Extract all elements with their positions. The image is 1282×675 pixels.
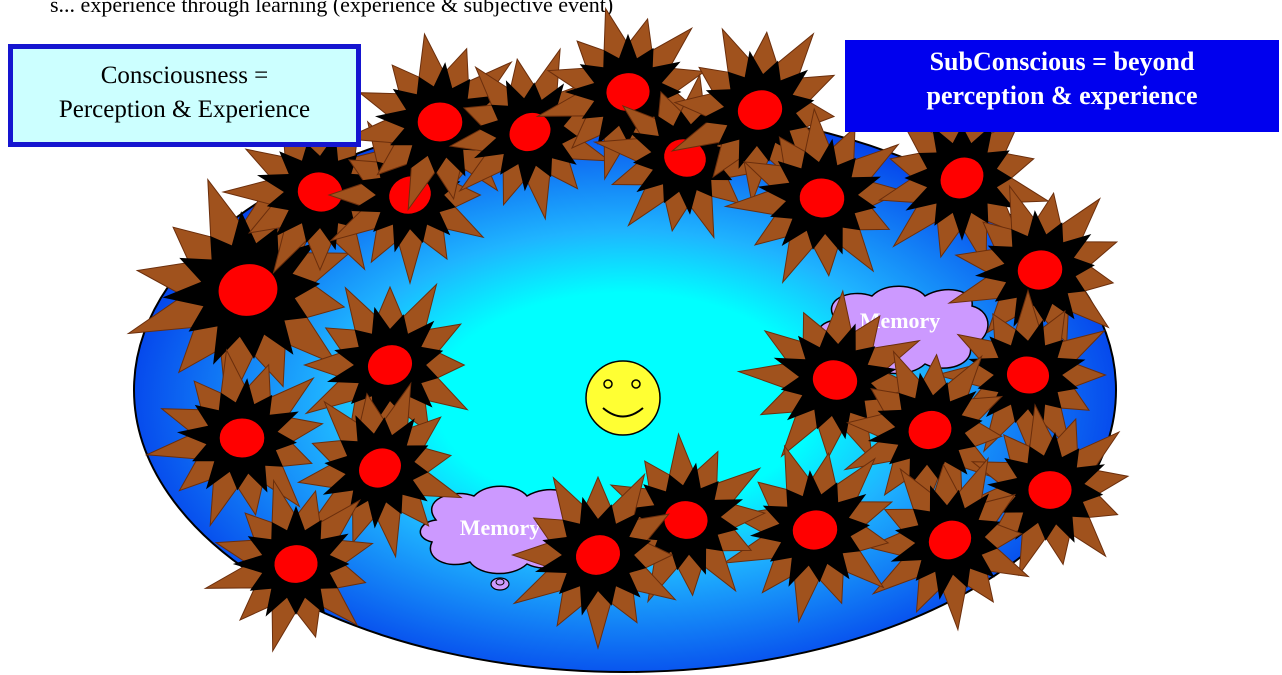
subconscious-label-box: SubConscious = beyond perception & exper…: [845, 40, 1279, 132]
consciousness-line-1: Consciousness =: [13, 59, 356, 93]
subconscious-line-1: SubConscious = beyond: [845, 45, 1279, 79]
memory-label-2: Memory: [460, 515, 541, 540]
smiley-face-icon: [586, 361, 660, 435]
subconscious-line-2: perception & experience: [845, 79, 1279, 113]
consciousness-line-2: Perception & Experience: [13, 93, 356, 127]
consciousness-label-box: Consciousness = Perception & Experience: [8, 44, 361, 147]
